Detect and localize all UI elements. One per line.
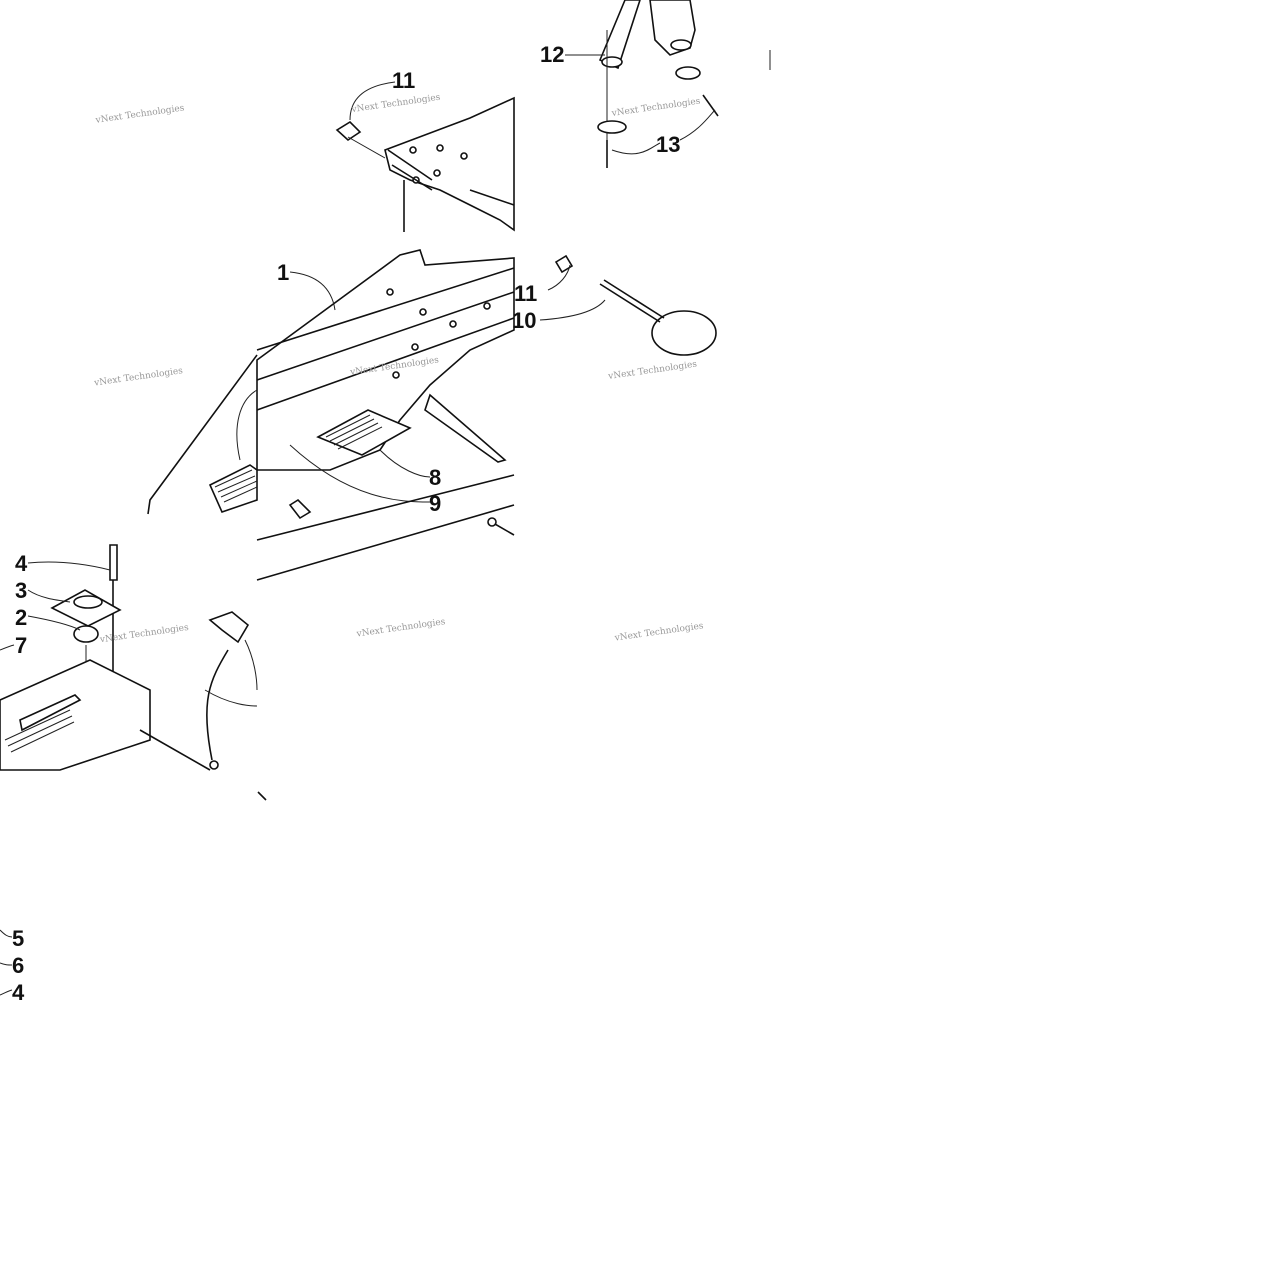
watermark: vNext Technologies xyxy=(607,360,698,383)
callout-8: 8 xyxy=(429,465,441,490)
callout-1: 1 xyxy=(277,260,289,285)
callout-12: 12 xyxy=(540,42,564,67)
callout-5: 5 xyxy=(12,926,24,951)
callout-3: 3 xyxy=(15,578,27,603)
callout-13: 13 xyxy=(656,132,680,157)
callout-6: 6 xyxy=(12,953,24,978)
mount-assembly xyxy=(0,544,258,771)
callout-11-top: 11 xyxy=(392,68,415,93)
watermark: vNext Technologies xyxy=(355,617,446,640)
leader-5 xyxy=(0,929,13,938)
pin-fragment xyxy=(257,791,267,801)
callout-9: 9 xyxy=(429,491,441,516)
leader-6 xyxy=(0,962,13,966)
callout-2: 2 xyxy=(15,605,27,630)
board-end-left xyxy=(147,354,258,515)
leader-4b xyxy=(0,989,13,996)
callout-11-mid: 11 xyxy=(514,281,537,306)
pull-pin xyxy=(487,254,717,536)
callout-4-bottom: 4 xyxy=(12,980,25,1005)
watermark: vNext Technologies xyxy=(613,621,704,644)
watermark: vNext Technologies xyxy=(350,93,441,116)
pin-bushing-upper xyxy=(335,81,396,159)
watermark: vNext Technologies xyxy=(98,623,189,646)
stand-upper xyxy=(565,0,719,168)
callout-4-top: 4 xyxy=(15,551,28,576)
watermark: vNext Technologies xyxy=(610,97,701,120)
leader-7 xyxy=(0,644,15,651)
callout-10: 10 xyxy=(512,308,536,333)
main-body xyxy=(256,249,515,581)
watermark: vNext Technologies xyxy=(93,366,184,389)
top-board-assembly xyxy=(384,96,515,232)
callout-7: 7 xyxy=(15,633,27,658)
leader-1 xyxy=(289,271,336,311)
watermark: vNext Technologies xyxy=(94,103,185,126)
